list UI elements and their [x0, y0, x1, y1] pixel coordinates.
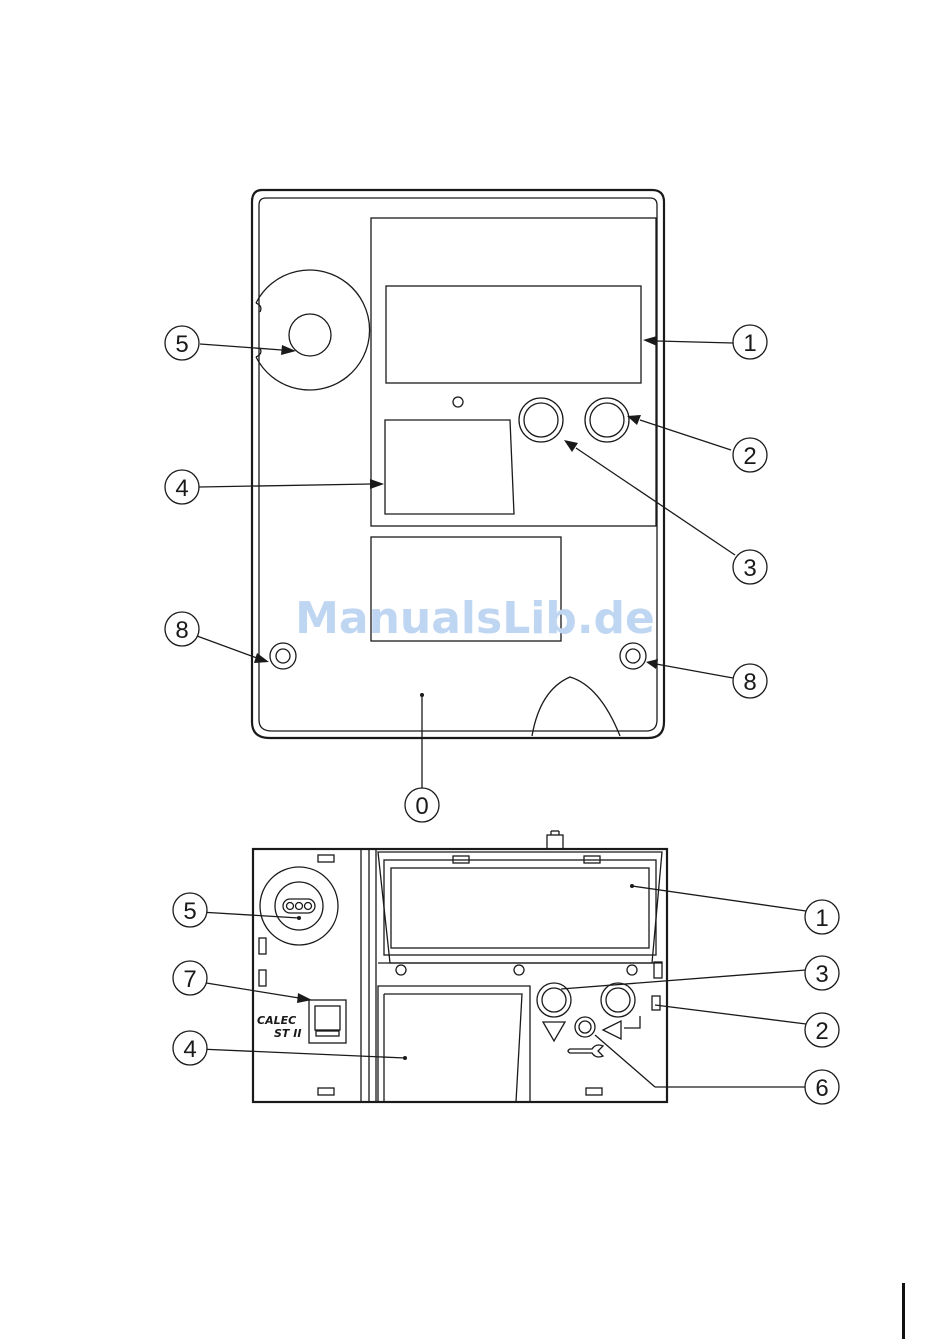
svg-text:3: 3: [815, 961, 828, 988]
callout-8-left: 8: [165, 612, 199, 646]
svg-text:CALEC: CALEC: [257, 1014, 296, 1027]
svg-text:7: 7: [183, 966, 196, 993]
wrench-icon: [568, 1045, 603, 1057]
callout-4-bottom: 4: [173, 1031, 207, 1065]
callout-1-bottom: 1: [805, 900, 839, 934]
watermark: ManualsLib.de: [295, 593, 655, 644]
callout-5: 5: [165, 326, 199, 360]
open-view-housing: [253, 831, 667, 1102]
svg-text:ST II: ST II: [274, 1027, 301, 1040]
arrow-down-icon: [543, 1022, 565, 1041]
svg-text:2: 2: [743, 443, 756, 470]
front-view-callouts: 1 2 3 4 5 8 8 0: [165, 325, 767, 822]
svg-text:5: 5: [183, 898, 196, 925]
callout-3-bottom: 3: [805, 956, 839, 990]
front-view-leaders: [197, 336, 735, 788]
page-edge-bar: [902, 1283, 905, 1339]
svg-text:4: 4: [175, 475, 188, 502]
svg-text:8: 8: [175, 617, 188, 644]
enter-icon: [603, 1016, 640, 1039]
brand-label: CALEC ST II: [257, 1014, 301, 1040]
callout-1: 1: [733, 325, 767, 359]
callout-3: 3: [733, 550, 767, 584]
callout-5-bottom: 5: [173, 893, 207, 927]
svg-text:1: 1: [815, 905, 828, 932]
svg-text:5: 5: [175, 331, 188, 358]
callout-2-bottom: 2: [805, 1013, 839, 1047]
svg-text:0: 0: [415, 793, 428, 820]
svg-text:4: 4: [183, 1036, 196, 1063]
callout-4: 4: [165, 470, 199, 504]
callout-8-right: 8: [733, 664, 767, 698]
callout-0: 0: [405, 788, 439, 822]
svg-text:1: 1: [743, 330, 756, 357]
svg-text:6: 6: [815, 1075, 828, 1102]
callout-6-bottom: 6: [805, 1070, 839, 1104]
callout-2: 2: [733, 438, 767, 472]
front-view-housing: [252, 190, 664, 738]
callout-7-bottom: 7: [173, 961, 207, 995]
open-view-callouts: 1 3 2 6 5 7 4: [173, 893, 839, 1104]
svg-text:8: 8: [743, 669, 756, 696]
svg-text:3: 3: [743, 555, 756, 582]
svg-text:2: 2: [815, 1018, 828, 1045]
